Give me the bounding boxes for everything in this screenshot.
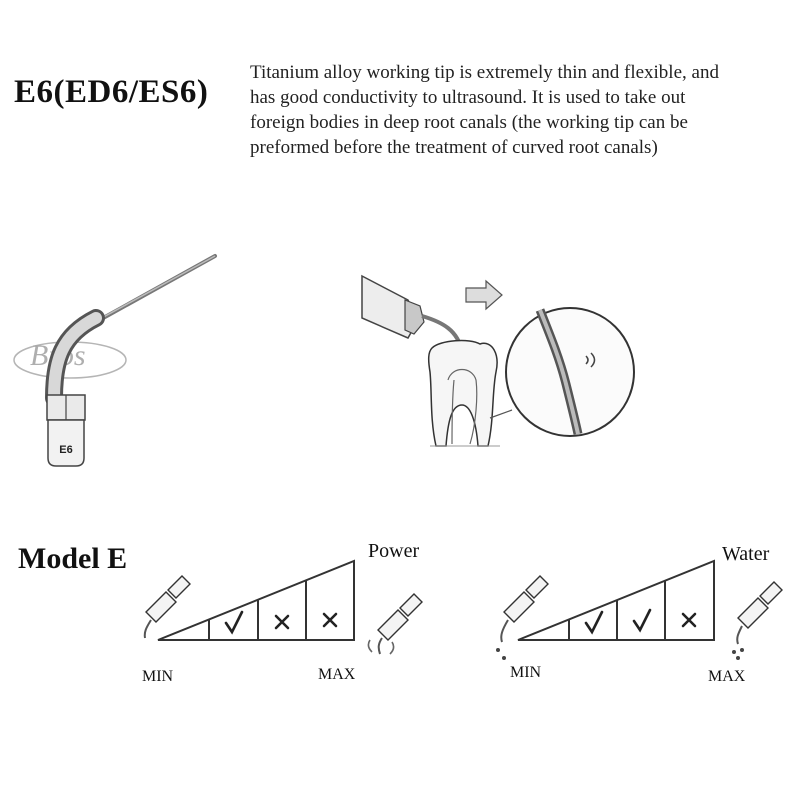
water-check-mark <box>632 608 652 633</box>
water-cross-mark <box>681 612 697 628</box>
water-max-label: MAX <box>708 668 746 685</box>
power-level-marks <box>224 610 338 635</box>
power-triangle <box>157 559 355 641</box>
tooth-icon <box>427 339 498 447</box>
tip-label: E6 <box>59 444 72 456</box>
magnifier-leader <box>489 409 513 419</box>
model-label: Model E <box>18 542 128 575</box>
power-max-tip-icon <box>367 593 423 655</box>
power-gauge <box>143 559 423 655</box>
water-min-tip-icon <box>496 575 549 660</box>
tip-neck-fill <box>48 312 102 404</box>
water-title: Water <box>722 543 770 565</box>
water-level-marks <box>584 608 697 635</box>
power-cross-mark <box>322 612 338 628</box>
description-line: preformed before the treatment of curved… <box>250 137 658 158</box>
description-line: Titanium alloy working tip is extremely … <box>250 62 719 83</box>
magnified-canal-inner <box>538 309 580 435</box>
description-line: has good conductivity to ultrasound. It … <box>250 87 686 108</box>
tip-base <box>47 419 85 467</box>
water-min-label: MIN <box>510 664 542 681</box>
power-title: Power <box>368 540 420 562</box>
arrow-icon <box>465 279 503 311</box>
power-cross-mark <box>274 614 290 630</box>
description-line: foreign bodies in deep root canals (the … <box>250 112 688 133</box>
vibration-icon <box>585 352 596 368</box>
tip-needle-highlight <box>97 255 216 321</box>
scaler-tip-illustration: Bros E6 <box>13 254 217 467</box>
power-check-mark <box>224 610 244 635</box>
root-canal-outline <box>447 368 478 445</box>
product-title: E6(ED6/ES6) <box>14 74 209 110</box>
water-check-mark <box>584 610 604 635</box>
power-min-label: MIN <box>142 668 174 685</box>
water-max-tip-icon <box>732 581 783 660</box>
water-gauge <box>496 559 783 660</box>
handpiece-nose <box>404 299 425 335</box>
power-max-label: MAX <box>318 666 356 683</box>
product-description: Titanium alloy working tip is extremely … <box>250 60 800 160</box>
power-min-tip-icon <box>143 575 191 639</box>
magnifier-circle <box>505 307 635 437</box>
usage-illustration <box>361 274 635 447</box>
